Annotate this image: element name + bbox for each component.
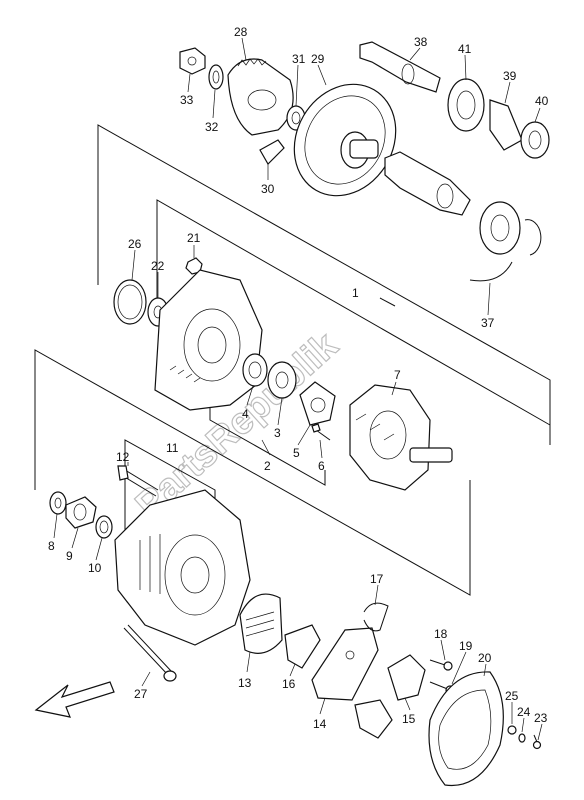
label-25: 25 [505, 689, 519, 703]
nut-33 [179, 47, 206, 75]
label-41: 41 [458, 42, 472, 56]
stator-housing-11 [114, 489, 251, 646]
rear-cover-20 [428, 671, 504, 787]
clip-17 [363, 602, 389, 632]
screw-18 [429, 659, 453, 671]
label-39: 39 [503, 69, 517, 83]
label-6: 6 [318, 459, 325, 473]
terminal-15 [387, 654, 426, 701]
label-1: 1 [352, 286, 359, 300]
drive-bearing [479, 201, 521, 255]
label-31: 31 [292, 52, 306, 66]
label-38: 38 [414, 35, 428, 49]
label-13: 13 [238, 676, 252, 690]
label-15: 15 [402, 712, 416, 726]
gear-28 [227, 58, 294, 136]
label-5: 5 [293, 446, 300, 460]
label-20: 20 [478, 651, 492, 665]
label-17: 17 [370, 572, 384, 586]
nut-9 [65, 496, 97, 529]
label-23: 23 [534, 711, 548, 725]
nut-25 [507, 725, 517, 735]
label-21: 21 [187, 231, 201, 245]
bearing-40 [520, 121, 550, 159]
label-12: 12 [116, 450, 130, 464]
label-32: 32 [205, 120, 219, 134]
label-3: 3 [274, 426, 281, 440]
bushing-39 [489, 99, 523, 151]
bolt-27 [123, 624, 177, 682]
label-2: 2 [264, 459, 271, 473]
washer-32 [208, 64, 224, 90]
label-24: 24 [517, 705, 531, 719]
circlip [524, 219, 542, 256]
seal-4 [242, 353, 268, 387]
label-27: 27 [134, 687, 148, 701]
screw-6 [311, 423, 331, 441]
label-37: 37 [481, 316, 495, 330]
o-ring-26 [113, 279, 147, 325]
label-28: 28 [234, 25, 248, 39]
label-7: 7 [394, 368, 401, 382]
collar-10 [95, 515, 113, 539]
label-16: 16 [282, 677, 296, 691]
leader-lines [53, 37, 543, 741]
label-8: 8 [48, 539, 55, 553]
stator-13 [239, 593, 283, 654]
label-18: 18 [434, 627, 448, 641]
snap-ring-37 [469, 261, 513, 282]
label-14: 14 [313, 717, 327, 731]
brush-holder-16 [284, 624, 321, 669]
label-33: 33 [180, 93, 194, 107]
regulator-14 [311, 627, 379, 701]
label-22: 22 [151, 259, 165, 273]
label-26: 26 [128, 237, 142, 251]
screw-23 [532, 734, 542, 750]
washer-8 [49, 491, 67, 515]
shaft-38 [359, 41, 441, 93]
label-9: 9 [66, 549, 73, 563]
label-40: 40 [535, 94, 549, 108]
bearing-41 [447, 78, 485, 132]
spacer-30 [259, 139, 285, 165]
label-4: 4 [242, 407, 249, 421]
bolt-12 [117, 465, 159, 497]
washer-24 [518, 733, 526, 743]
part-labels: 1 2 3 4 5 6 7 8 9 10 11 12 13 14 15 16 1… [48, 25, 549, 731]
label-30: 30 [261, 182, 275, 196]
drive-shaft [384, 151, 471, 216]
label-10: 10 [88, 561, 102, 575]
front-direction-arrow-icon [34, 681, 115, 718]
plate-5 [299, 381, 336, 426]
alternator-cover [154, 269, 263, 411]
rotor-7 [349, 384, 453, 491]
starter-clutch-29 [293, 83, 397, 197]
sensor-bracket [354, 699, 393, 739]
label-19: 19 [459, 639, 473, 653]
label-11: 11 [166, 441, 179, 455]
label-29: 29 [311, 52, 325, 66]
bearing-3 [267, 361, 297, 399]
